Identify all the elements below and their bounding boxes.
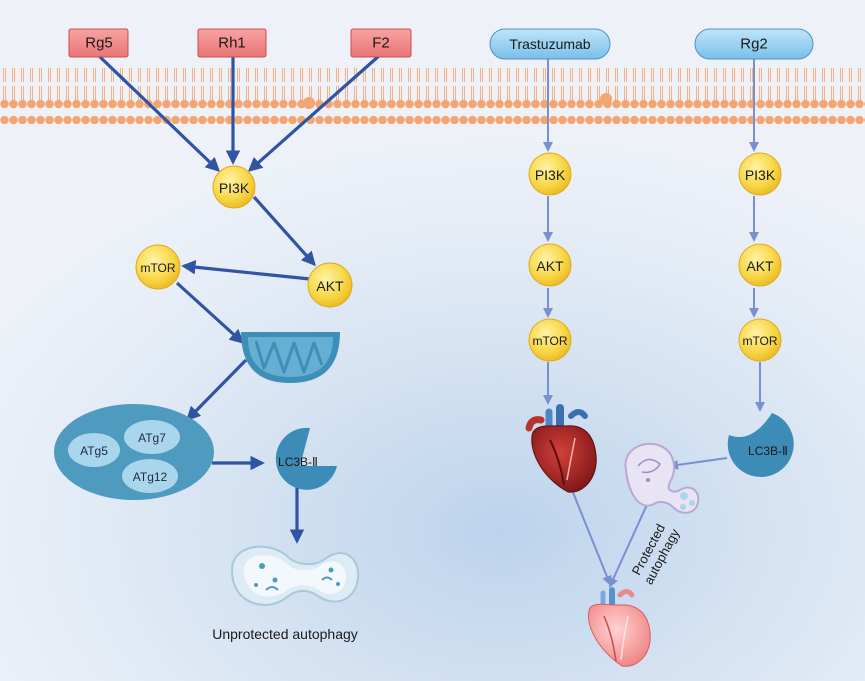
rh1-box <box>197 28 267 58</box>
autophagosome-icon <box>624 442 700 514</box>
f2-label: F2 <box>372 34 390 52</box>
trastuzumab-label: Trastuzumab <box>509 36 591 52</box>
mid-akt-node <box>528 243 572 287</box>
arrow-mitochondrion-complex <box>185 358 248 422</box>
rg5-box <box>68 28 129 58</box>
mid-mtor-node <box>528 318 572 362</box>
rh1-label: Rh1 <box>218 34 246 52</box>
right-akt-node <box>738 243 782 287</box>
arrow-mtor-mitochondrion <box>175 281 245 344</box>
rg2-box <box>694 28 814 60</box>
arrow-heart-healthy <box>571 489 612 586</box>
right-mtor-node <box>738 318 782 362</box>
right-lc3b-label: LC3B-Ⅱ <box>748 444 788 458</box>
mid-pi3k-label: PI3K <box>534 167 566 183</box>
right-lc3b-icon <box>727 413 794 478</box>
right-pi3k-label: PI3K <box>744 167 776 183</box>
right-pi3k-node <box>738 152 782 196</box>
atg-complex <box>54 404 214 500</box>
compound-boxes <box>68 28 814 60</box>
left-akt-node <box>307 262 353 308</box>
left-pi3k-label: PI3K <box>218 180 250 196</box>
mid-pi3k-node <box>528 152 572 196</box>
atg7-ellipse <box>124 420 180 454</box>
trastuzumab-box <box>489 28 611 60</box>
left-pi3k-node <box>212 165 256 209</box>
f2-box <box>350 28 412 58</box>
arrow-f2-pi3k <box>247 53 382 172</box>
arrow-akt-mtor <box>181 260 311 281</box>
arrow-pi3k-akt <box>252 195 316 267</box>
right-mtor-label: mTOR <box>742 334 778 348</box>
left-mtor-label: mTOR <box>140 261 176 275</box>
unprotected-autophagy-label: Unprotected autophagy <box>212 626 358 642</box>
autophagy-vesicle-icon <box>230 545 360 606</box>
right-pathway-arrows <box>543 58 765 588</box>
mid-mtor-label: mTOR <box>532 334 568 348</box>
healthy-heart-icon <box>588 587 651 667</box>
atg5-label: ATg5 <box>80 444 108 458</box>
arrow-rg5-pi3k <box>96 53 221 172</box>
atg7-label: ATg7 <box>138 431 166 445</box>
signal-nodes <box>135 152 782 362</box>
arrow-lc3b-autophagosome <box>668 457 728 470</box>
left-pathway-arrows <box>96 53 382 544</box>
left-lc3b-shape <box>275 427 337 490</box>
rg5-label: Rg5 <box>85 34 113 52</box>
left-akt-label: AKT <box>316 278 344 294</box>
arrow-autophagosome-healthy <box>608 497 651 588</box>
rg2-label: Rg2 <box>740 35 768 53</box>
atg12-ellipse <box>122 459 178 493</box>
cell-membrane <box>0 68 865 124</box>
mid-akt-label: AKT <box>536 258 564 274</box>
right-akt-label: AKT <box>746 258 774 274</box>
left-mtor-node <box>135 244 181 290</box>
atg5-ellipse <box>68 433 120 467</box>
mitochondrion-icon <box>241 332 340 383</box>
left-lc3b-label: LC3B-Ⅱ <box>278 455 318 469</box>
damaged-heart-icon <box>525 404 597 493</box>
atg12-label: ATg12 <box>132 470 168 484</box>
